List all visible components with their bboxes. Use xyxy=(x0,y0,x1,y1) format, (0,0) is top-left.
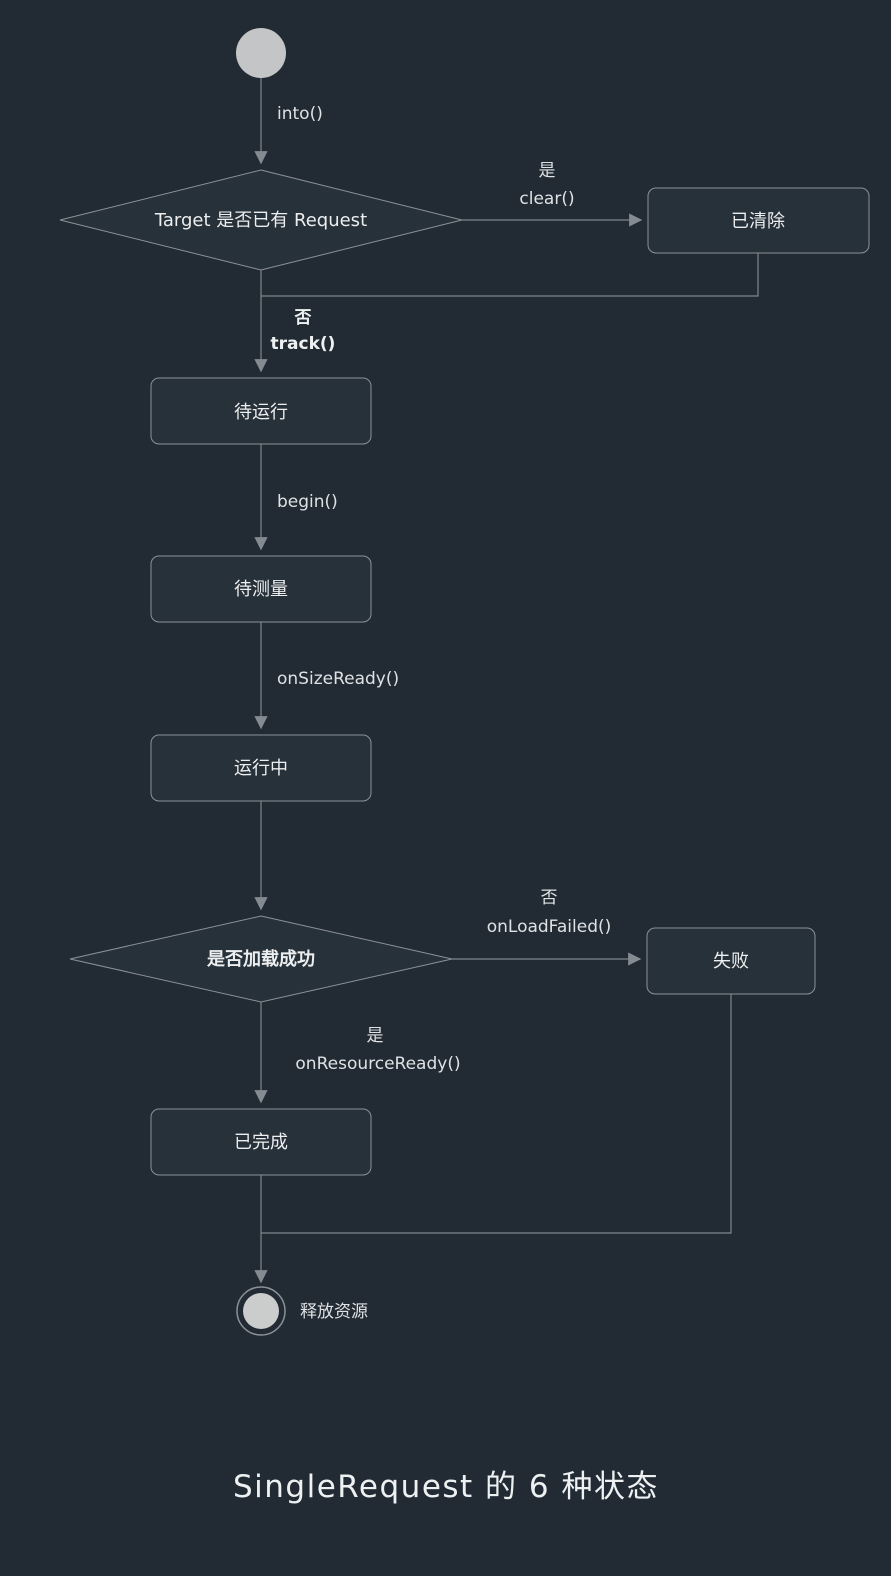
end-node-ring xyxy=(236,1286,286,1336)
state-waiting-measure-label: 待测量 xyxy=(234,579,288,600)
decision-has-request-label: Target 是否已有 Request xyxy=(154,210,367,231)
edge-track-label-no: 否 xyxy=(294,308,312,328)
edge-onloadfailed-label-no: 否 xyxy=(541,888,558,908)
state-cleared-label: 已清除 xyxy=(731,211,785,232)
edge-onloadfailed-label-fn: onLoadFailed() xyxy=(487,917,612,937)
end-node-label: 释放资源 xyxy=(300,1302,368,1322)
edge-into-label: into() xyxy=(277,104,323,124)
edge-onresourceready-label-yes: 是 xyxy=(367,1026,384,1046)
start-node-circle xyxy=(236,28,286,78)
diagram-title: SingleRequest 的 6 种状态 xyxy=(233,1469,659,1505)
state-running-label: 运行中 xyxy=(234,758,288,779)
state-pending-label: 待运行 xyxy=(234,402,288,423)
edge-clear-label-fn: clear() xyxy=(519,189,574,209)
edge-track-label-fn: track() xyxy=(271,334,336,354)
state-failed-label: 失败 xyxy=(713,951,749,972)
edge-onresourceready-label-fn: onResourceReady() xyxy=(295,1054,460,1074)
decision-load-success-label: 是否加载成功 xyxy=(206,948,315,970)
edge-clear-label-yes: 是 xyxy=(539,161,556,181)
edge-cleared-merge-line xyxy=(261,253,759,297)
edge-begin-label: begin() xyxy=(277,492,338,512)
edge-onsizeready-label: onSizeReady() xyxy=(277,669,399,689)
end-node-circle xyxy=(243,1293,279,1329)
edge-failed-merge-line xyxy=(261,994,732,1234)
state-complete-label: 已完成 xyxy=(234,1132,288,1153)
